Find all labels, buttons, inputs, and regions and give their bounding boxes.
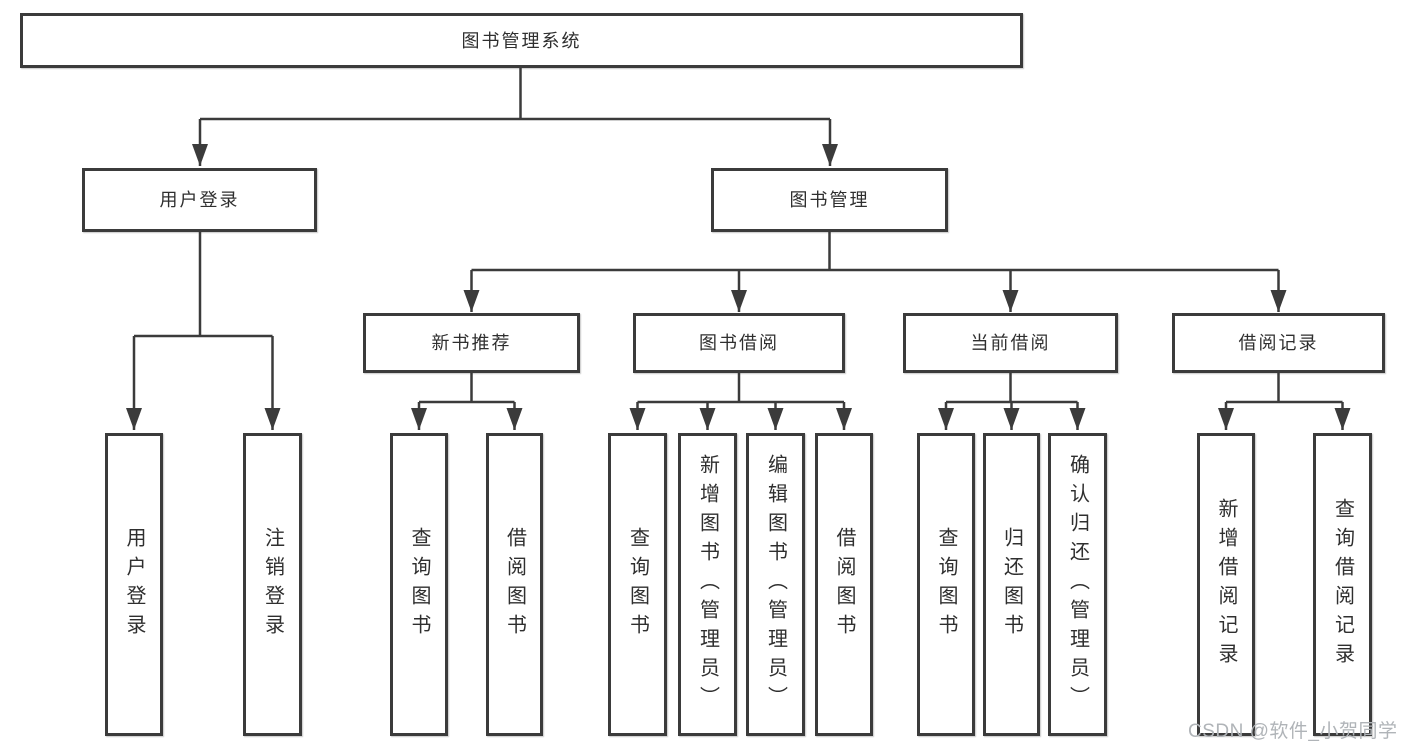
connector-group	[126, 66, 1351, 430]
leaf-borrow-books-recommend: 借阅图书	[486, 433, 543, 736]
leaf-borrow-books: 借阅图书	[815, 433, 873, 736]
leaf-return-book: 归还图书	[983, 433, 1040, 736]
leaf-user-login: 用户登录	[105, 433, 163, 736]
node-book-management: 图书管理	[711, 168, 948, 232]
watermark: CSDN @软件_小贺同学	[1188, 721, 1398, 742]
node-current-borrow: 当前借阅	[903, 313, 1118, 373]
leaf-query-books-borrow: 查询图书	[608, 433, 667, 736]
leaf-add-borrow-record: 新增借阅记录	[1197, 433, 1255, 736]
leaf-query-borrow-record: 查询借阅记录	[1313, 433, 1372, 736]
node-user-login: 用户登录	[82, 168, 317, 232]
leaf-edit-book-admin: 编辑图书（管理员）	[746, 433, 805, 736]
node-book-borrow: 图书借阅	[633, 313, 845, 373]
node-borrow-records: 借阅记录	[1172, 313, 1385, 373]
leaf-add-book-admin: 新增图书（管理员）	[678, 433, 737, 736]
leaf-confirm-return-admin: 确认归还（管理员）	[1048, 433, 1107, 736]
leaf-logout: 注销登录	[243, 433, 302, 736]
node-root: 图书管理系统	[20, 13, 1023, 68]
node-new-book-recommend: 新书推荐	[363, 313, 580, 373]
leaf-query-books-recommend: 查询图书	[390, 433, 448, 736]
leaf-query-books-current: 查询图书	[917, 433, 975, 736]
